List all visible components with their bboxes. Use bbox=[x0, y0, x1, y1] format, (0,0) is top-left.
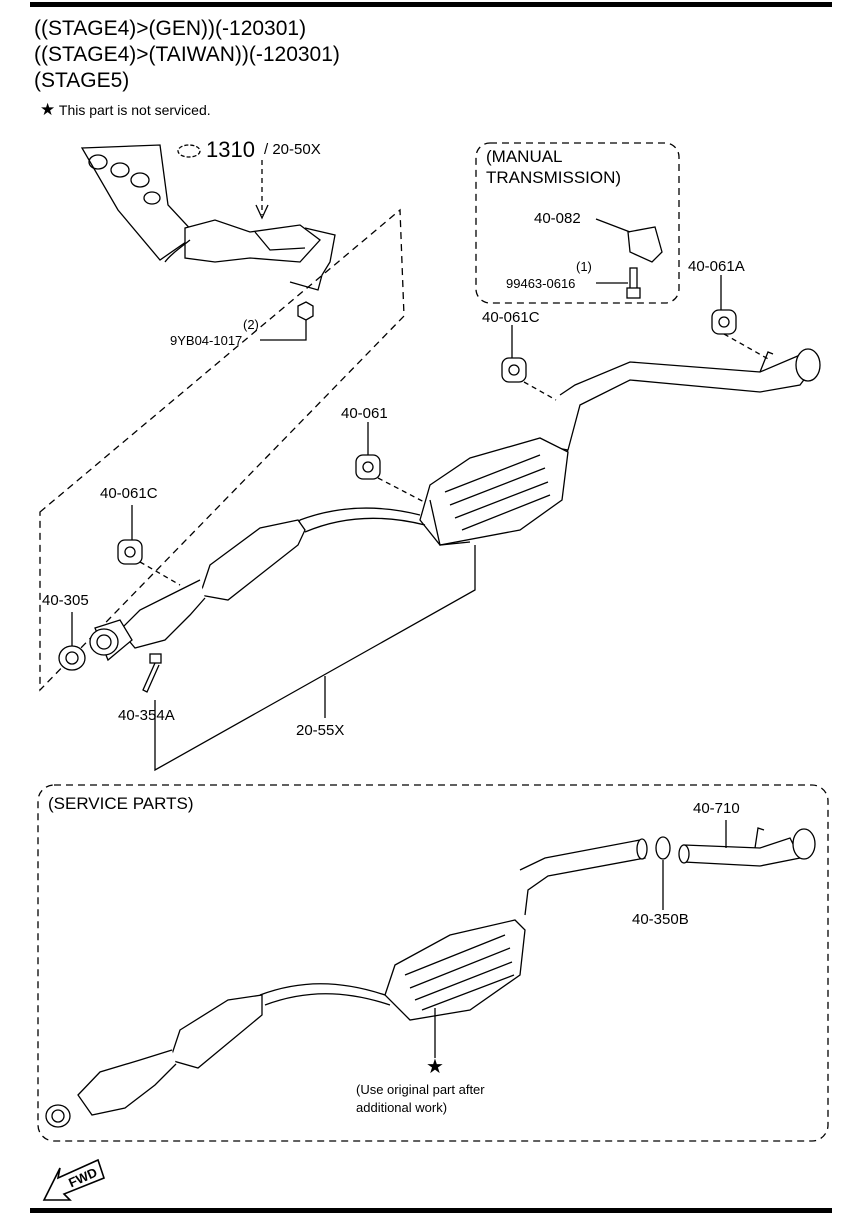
leader-40-061c-left bbox=[139, 561, 181, 586]
top-rule bbox=[30, 2, 832, 7]
fwd-arrow-icon bbox=[42, 1158, 105, 1201]
label-manual-2: TRANSMISSION) bbox=[486, 168, 622, 187]
label-40-061: 40-061 bbox=[341, 405, 388, 422]
bottom-rule bbox=[30, 1208, 832, 1213]
label-40-710: 40-710 bbox=[693, 800, 740, 817]
label-qty-1: (1) bbox=[576, 259, 592, 274]
manual-transmission-box bbox=[475, 142, 680, 304]
label-40-354a: 40-354A bbox=[118, 707, 175, 724]
hanger-40-061 bbox=[355, 422, 381, 480]
star-icon-service: ★ bbox=[426, 1056, 444, 1078]
label-20-55x: 20-55X bbox=[296, 722, 345, 739]
service-parts-box bbox=[37, 784, 829, 1142]
leader-40-082 bbox=[595, 218, 631, 233]
label-40-350b: 40-350B bbox=[632, 911, 689, 928]
gasket-40-305 bbox=[58, 645, 86, 671]
label-40-061c-top: 40-061C bbox=[482, 309, 540, 326]
nut-9yb04 bbox=[297, 301, 314, 321]
label-40-305: 40-305 bbox=[42, 592, 89, 609]
bolt-99463 bbox=[629, 267, 638, 291]
leader-40-061 bbox=[377, 477, 431, 506]
tail-pipe-40-710 bbox=[678, 827, 816, 867]
label-40-061a: 40-061A bbox=[688, 258, 745, 275]
label-9yb04-1017: 9YB04-1017 bbox=[170, 333, 243, 348]
hanger-40-061c-left bbox=[117, 505, 143, 565]
header-line-3: (STAGE5) bbox=[34, 69, 130, 92]
leader-20-55x bbox=[154, 545, 476, 772]
bolt-40-354a bbox=[142, 653, 162, 693]
service-exhaust-assembly bbox=[45, 838, 648, 1128]
label-40-061c-left: 40-061C bbox=[100, 485, 158, 502]
note-text: This part is not serviced. bbox=[58, 102, 211, 118]
header-line-1: ((STAGE4)>(GEN))(-120301) bbox=[34, 17, 307, 40]
hanger-40-061a bbox=[711, 275, 737, 335]
hanger-40-061c-top bbox=[501, 325, 527, 383]
not-serviced-note: ★ This part is not serviced. bbox=[40, 100, 211, 120]
arrow-1310 bbox=[255, 204, 269, 220]
label-qty-2: (2) bbox=[243, 317, 259, 332]
leader-40-061c-top bbox=[523, 381, 557, 401]
bracket-40-082 bbox=[627, 226, 663, 263]
header-line-2: ((STAGE4)>(TAIWAN))(-120301) bbox=[34, 43, 340, 66]
label-service-parts: (SERVICE PARTS) bbox=[48, 794, 194, 813]
upper-dashed-outline bbox=[39, 208, 405, 692]
label-40-082: 40-082 bbox=[534, 210, 581, 227]
label-manual-1: (MANUAL bbox=[486, 147, 563, 166]
exhaust-assembly-20-55x bbox=[89, 348, 821, 662]
label-99463-0616: 99463-0616 bbox=[506, 276, 576, 291]
gasket-40-350b bbox=[655, 836, 671, 860]
label-use-original-2: additional work) bbox=[356, 1100, 448, 1115]
leader-9yb04 bbox=[260, 320, 307, 341]
leader-40-061a bbox=[723, 333, 771, 361]
star-icon: ★ bbox=[40, 100, 56, 119]
label-use-original-1: (Use original part after bbox=[356, 1082, 485, 1097]
exhaust-manifold bbox=[80, 144, 336, 291]
label-1310: 1310 bbox=[206, 137, 255, 162]
gasket-symbol bbox=[177, 144, 201, 158]
label-20-50x: / 20-50X bbox=[264, 141, 321, 158]
